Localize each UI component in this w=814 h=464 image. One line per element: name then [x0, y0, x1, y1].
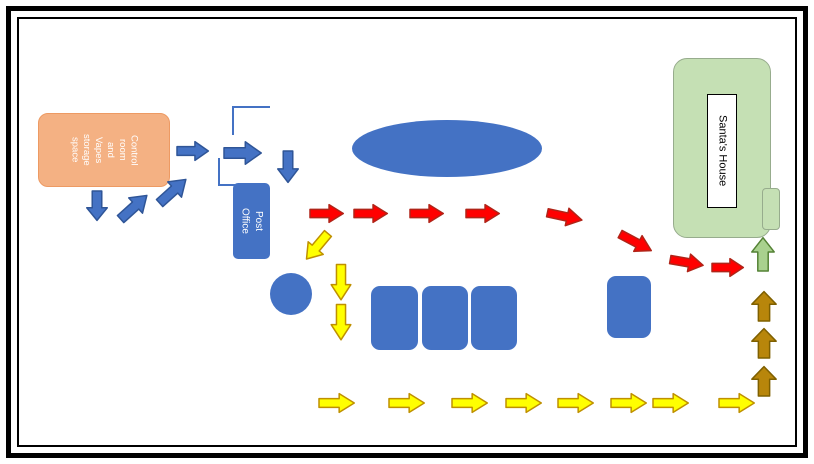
santas-house-box: Santa's House [673, 58, 771, 238]
flow-arrow-yellow [331, 304, 352, 340]
control-room-box: Control room and Vapes storage space [38, 113, 170, 187]
flow-arrow-blue [86, 191, 108, 221]
flow-arrow-red [354, 204, 388, 223]
flow-arrow-green [751, 237, 775, 271]
control-room-label: Control room and Vapes storage space [69, 134, 140, 166]
barrier-line-bottom [218, 158, 235, 186]
queue-block-4 [607, 276, 651, 338]
flow-arrow-blue [277, 151, 299, 183]
queue-block-1 [371, 286, 418, 350]
post-office-label: Post Office [239, 208, 265, 234]
outer-frame [6, 6, 808, 458]
flow-arrow-yellow [611, 393, 647, 413]
flow-arrow-olive [751, 366, 777, 396]
flow-arrow-blue [224, 141, 262, 165]
flow-arrow-olive [751, 328, 777, 358]
flow-arrow-blue [113, 187, 154, 227]
flow-arrow-red [410, 204, 444, 223]
post-office-box: Post Office [233, 183, 270, 259]
flow-arrow-yellow [719, 393, 755, 413]
santas-house-label: Santa's House [716, 115, 729, 187]
flow-arrow-yellow [452, 393, 488, 413]
flow-arrow-yellow [331, 264, 352, 300]
flow-arrow-red [712, 258, 744, 277]
flow-arrow-yellow [389, 393, 425, 413]
circle-shape [270, 273, 312, 315]
flow-arrow-yellow [506, 393, 542, 413]
flow-arrow-red [310, 204, 344, 223]
santas-house-label-box: Santa's House [707, 94, 737, 208]
flow-arrow-blue [177, 141, 209, 161]
flow-arrow-red [669, 250, 706, 275]
flow-arrow-red [466, 204, 500, 223]
flow-arrow-red [545, 203, 584, 229]
ellipse-shape [352, 120, 542, 177]
flow-arrow-yellow [558, 393, 594, 413]
inner-frame [17, 17, 797, 447]
queue-block-2 [422, 286, 468, 350]
flow-arrow-yellow [319, 393, 355, 413]
flow-arrow-olive [751, 291, 777, 321]
flow-arrow-yellow [298, 226, 336, 266]
flow-arrow-red [616, 225, 657, 259]
santas-house-door [762, 188, 780, 230]
barrier-line-top [232, 106, 270, 135]
flow-arrow-yellow [653, 393, 689, 413]
flow-arrow-blue [152, 171, 193, 211]
queue-block-3 [471, 286, 517, 350]
